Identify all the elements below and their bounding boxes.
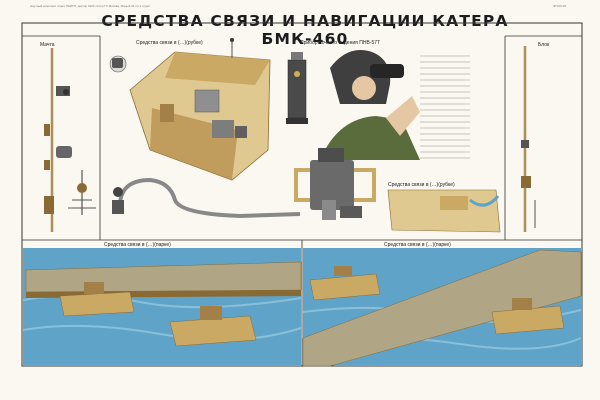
bridge-left-caption: Средства связи в (…)(парке) (104, 242, 171, 248)
binoculars-device (294, 148, 376, 220)
stern-caption: Средства связи в (…)(рубке) (388, 182, 455, 188)
antenna-icon (68, 170, 96, 215)
mast-icon (44, 48, 96, 232)
bridge-right-caption: Средства связи в (…)(парке) (384, 242, 451, 248)
mast-label: Мачта (40, 42, 55, 48)
catalog-code: ЭП-06.09 (553, 4, 566, 8)
cabin-cutaway (129, 38, 271, 181)
mast-speaker (56, 146, 72, 158)
cable-loop (112, 177, 301, 219)
tugboat-icon (491, 298, 565, 335)
cabin-caption: Средства связи в (…)(рубке) (136, 40, 203, 46)
pontoon-bridge (25, 261, 302, 347)
device-caption: Прибор ночного видения ПНВ-57Т (300, 40, 381, 46)
tugboat-icon (59, 282, 135, 317)
block-label: Блок (538, 42, 550, 48)
night-vision-device (286, 52, 308, 124)
soldier-with-goggles (320, 50, 420, 160)
legend-lines (420, 55, 470, 159)
pontoon-bridge-right (302, 249, 582, 367)
inset-device-icon (109, 55, 127, 73)
mast-lamp (56, 86, 70, 96)
stern-section (387, 189, 501, 233)
right-mast-icon (521, 46, 536, 232)
poster-title: СРЕДСТВА СВЯЗИ И НАВИГАЦИИ КАТЕРА БМК-46… (101, 12, 509, 48)
tugboat-icon (169, 306, 257, 347)
tugboat-icon (309, 266, 381, 301)
publisher-line: Научный комплекс отдел ЛНИТП: доктор №02… (30, 4, 151, 8)
